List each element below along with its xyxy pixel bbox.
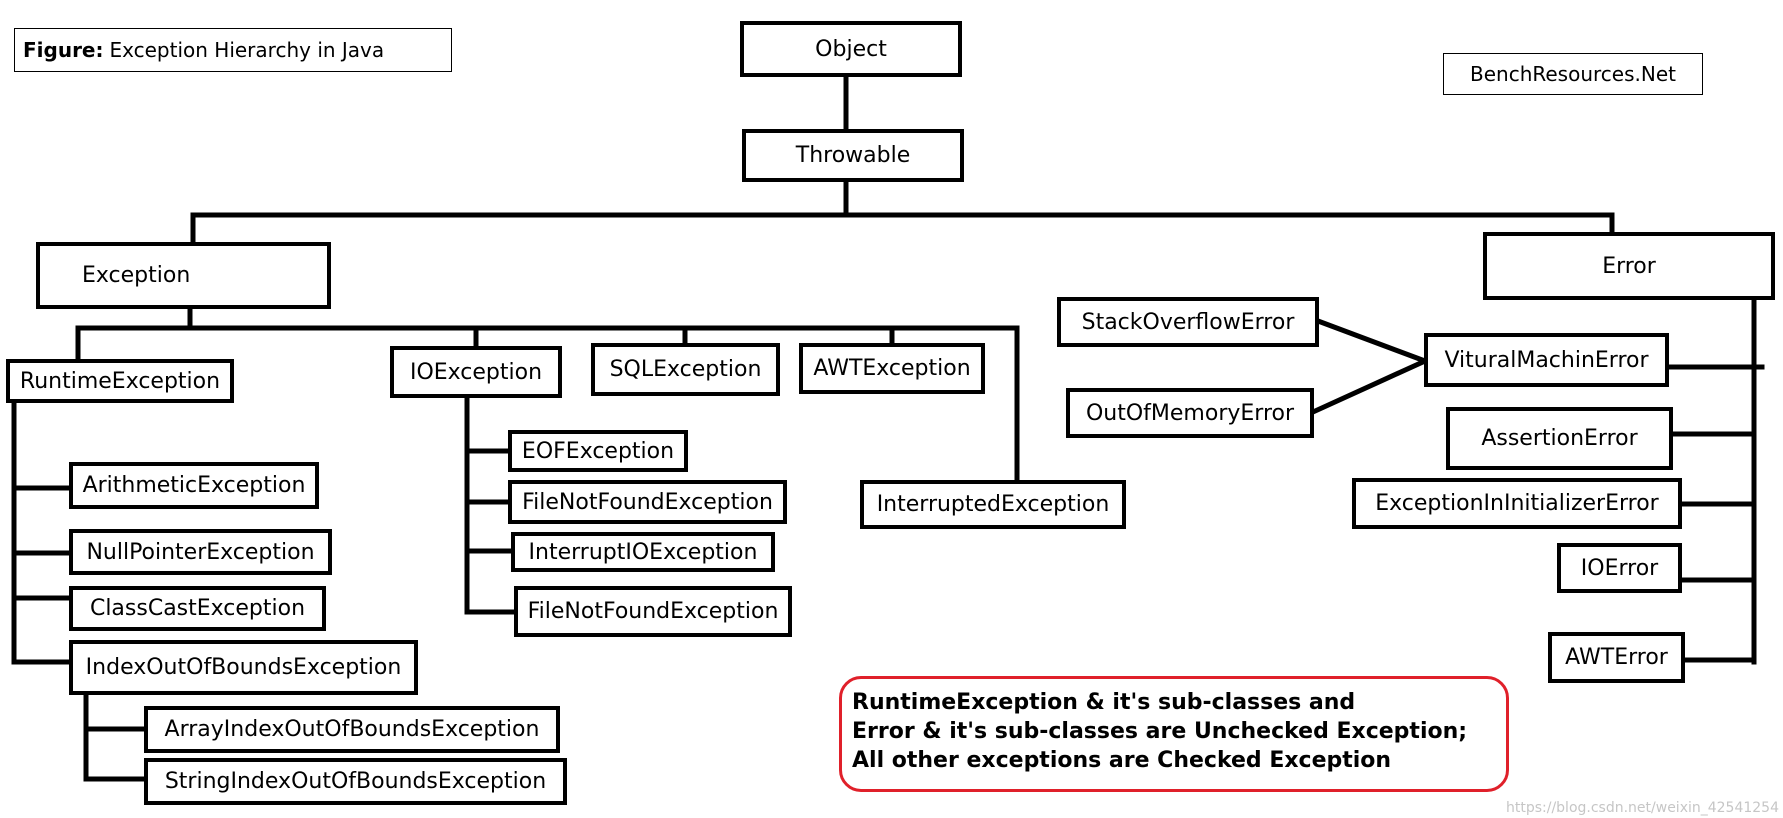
exception-node: Exception [36,242,331,309]
object-node: Object [740,21,962,77]
exception-in-initializer-error-node: ExceptionInInitializerError [1352,478,1682,529]
string-index-out-of-bounds-exception-node: StringIndexOutOfBoundsException [144,758,567,805]
virtual-machine-error-node: VituralMachinError [1424,333,1669,387]
figure-caption-text: Exception Hierarchy in Java [109,38,385,62]
index-out-of-bounds-exception-node: IndexOutOfBoundsException [69,640,418,695]
io-error-node: IOError [1557,543,1682,593]
figure-caption-prefix: Figure: [23,38,104,62]
assertion-error-node: AssertionError [1446,407,1673,470]
runtime-exception-node: RuntimeException [6,359,234,403]
watermark: https://blog.csdn.net/weixin_42541254 [1505,800,1779,816]
eof-exception-node: EOFException [508,430,688,472]
interrupt-io-exception-node: InterruptIOException [511,532,775,572]
unchecked-checked-note: RuntimeException & it's sub-classes and … [839,676,1509,792]
file-not-found-exception-node-1: FileNotFoundException [508,480,787,524]
site-label: BenchResources.Net [1443,53,1703,95]
throwable-node: Throwable [742,129,964,182]
awt-error-node: AWTError [1548,632,1685,683]
sql-exception-node: SQLException [591,343,780,396]
error-node: Error [1483,232,1775,300]
arithmetic-exception-node: ArithmeticException [69,462,319,509]
awt-exception-node: AWTException [799,343,985,394]
note-line-2: Error & it's sub-classes are Unchecked E… [852,719,1468,744]
interrupted-exception-node: InterruptedException [860,480,1126,529]
note-line-1: RuntimeException & it's sub-classes and [852,690,1356,715]
out-of-memory-error-node: OutOfMemoryError [1066,388,1314,438]
note-line-3: All other exceptions are Checked Excepti… [852,748,1392,773]
stack-overflow-error-node: StackOverflowError [1057,297,1319,347]
figure-caption: Figure:Exception Hierarchy in Java [14,28,452,72]
class-cast-exception-node: ClassCastException [69,586,326,631]
io-exception-node: IOException [390,346,562,398]
array-index-out-of-bounds-exception-node: ArrayIndexOutOfBoundsException [144,706,560,753]
null-pointer-exception-node: NullPointerException [69,529,332,575]
file-not-found-exception-node-2: FileNotFoundException [514,586,792,637]
